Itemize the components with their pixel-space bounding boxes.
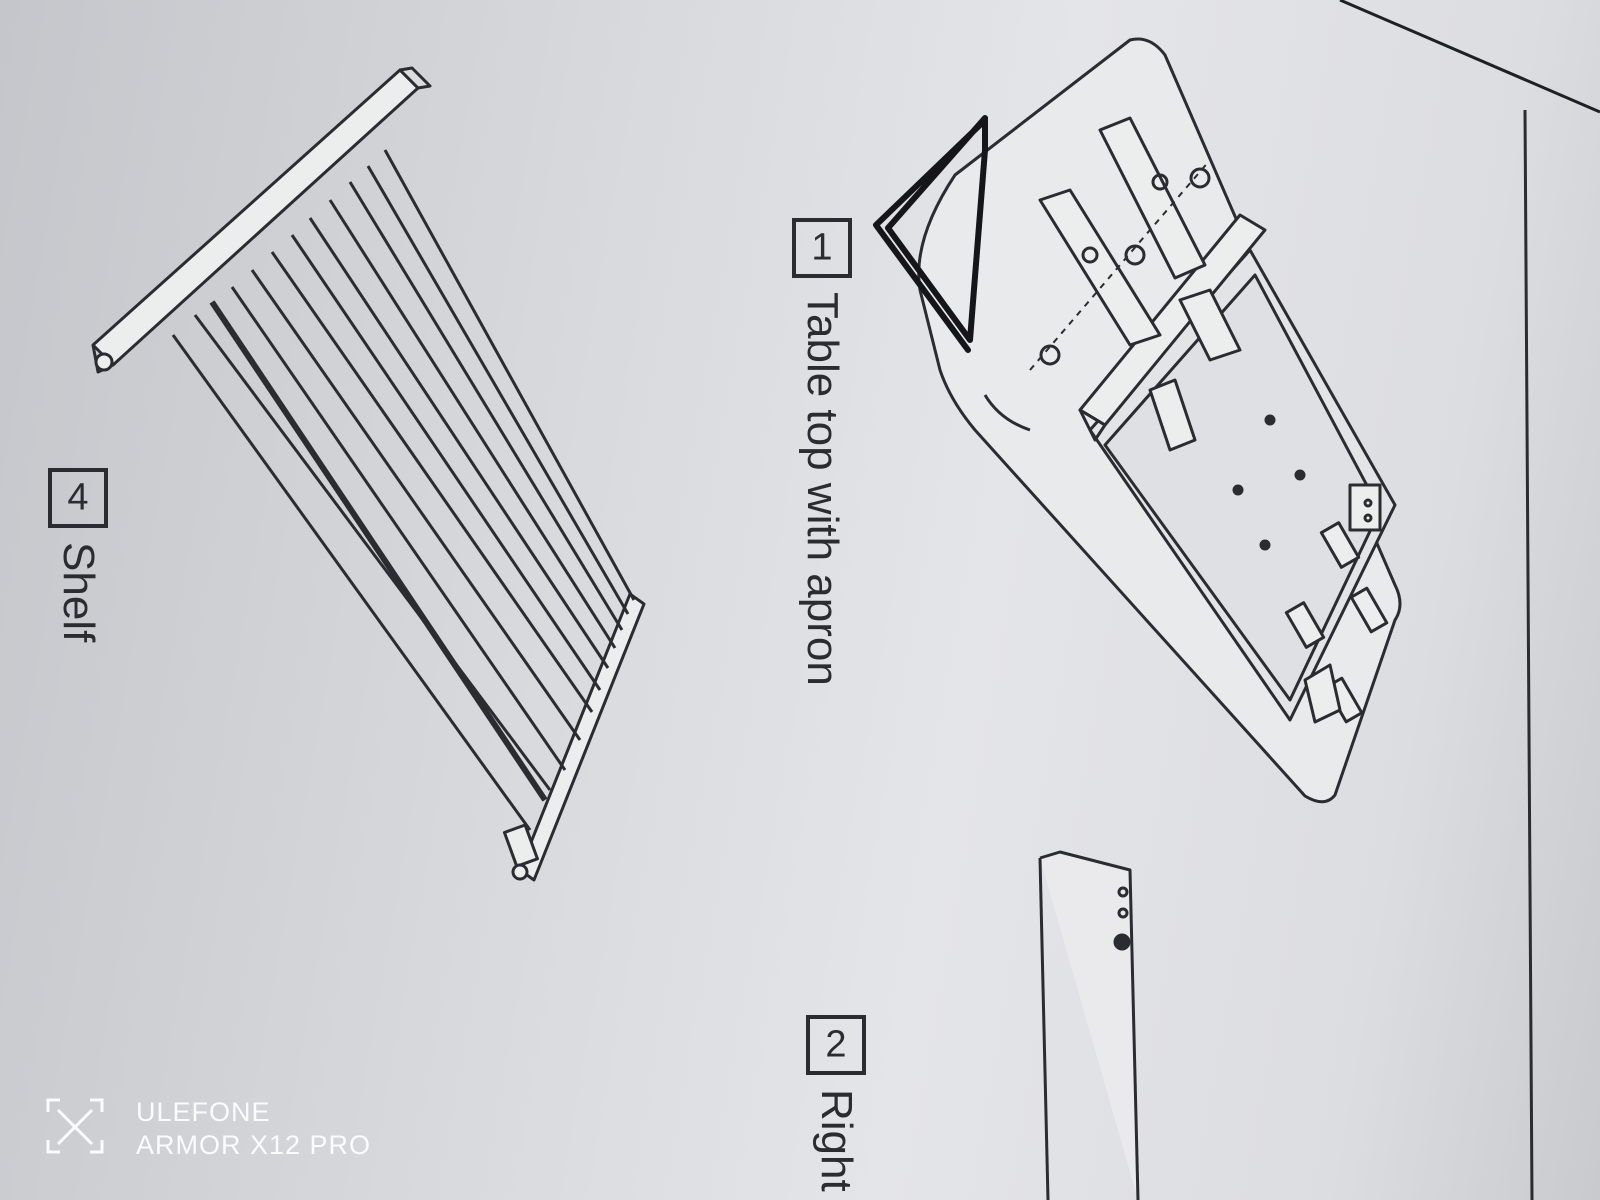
part-number-box: 4 bbox=[48, 468, 108, 528]
watermark-brand: ULEFONE bbox=[136, 1097, 271, 1127]
part-label-table-top: 1 Table top with apron bbox=[792, 218, 852, 686]
part-number: 2 bbox=[825, 1023, 847, 1066]
part-number: 4 bbox=[67, 476, 89, 519]
part-label-shelf: 4 Shelf bbox=[48, 468, 108, 642]
table-top-drawing bbox=[917, 37, 1402, 804]
watermark-model: ARMOR X12 PRO bbox=[136, 1130, 372, 1160]
right-side-drawing bbox=[1038, 850, 1140, 1200]
part-name: Shelf bbox=[54, 542, 103, 643]
camera-watermark: ULEFONE ARMOR X12 PRO bbox=[118, 1096, 371, 1162]
part-name: Right bbox=[812, 1089, 861, 1192]
paper-edge bbox=[1339, 0, 1600, 114]
part-number-box: 2 bbox=[806, 1015, 866, 1075]
part-number-box: 1 bbox=[792, 218, 852, 278]
watermark-text: ULEFONE ARMOR X12 PRO bbox=[136, 1096, 371, 1162]
page-border-line bbox=[1523, 109, 1534, 1200]
part-label-right: 2 Right bbox=[806, 1015, 866, 1192]
camera-aperture-icon bbox=[46, 1098, 104, 1154]
part-number: 1 bbox=[811, 226, 833, 269]
shelf-drawing bbox=[91, 66, 646, 882]
marker-triangle-annotation bbox=[873, 115, 988, 353]
part-name: Table top with apron bbox=[798, 292, 847, 686]
